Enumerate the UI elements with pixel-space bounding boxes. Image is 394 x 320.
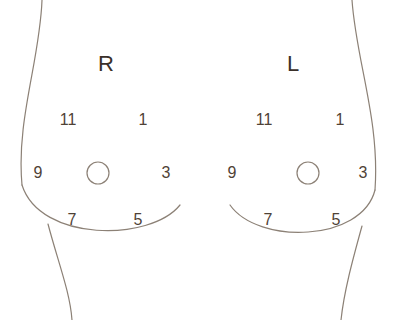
clock-number: 9 bbox=[228, 165, 237, 181]
right-torso-line bbox=[48, 224, 72, 320]
clock-number: 11 bbox=[60, 112, 77, 128]
left-nipple bbox=[297, 162, 319, 184]
clock-number: 7 bbox=[264, 212, 273, 228]
right-nipple bbox=[87, 162, 109, 184]
side-label: R bbox=[98, 53, 114, 75]
clock-number: 5 bbox=[134, 212, 143, 228]
left-breast-lower-curve bbox=[230, 190, 375, 232]
right-breast-outer-line bbox=[21, 0, 42, 185]
clock-number: 9 bbox=[34, 165, 43, 181]
clock-number: 7 bbox=[68, 212, 77, 228]
left-torso-line bbox=[341, 226, 362, 320]
clock-number: 11 bbox=[256, 112, 273, 128]
clock-number: 3 bbox=[162, 165, 171, 181]
clock-number: 1 bbox=[139, 112, 148, 128]
side-label: L bbox=[287, 53, 299, 75]
clock-number: 5 bbox=[332, 212, 341, 228]
clock-number: 1 bbox=[336, 112, 345, 128]
right-breast-lower-curve bbox=[22, 185, 180, 231]
clock-number: 3 bbox=[359, 165, 368, 181]
left-breast-outer-line bbox=[352, 0, 376, 190]
